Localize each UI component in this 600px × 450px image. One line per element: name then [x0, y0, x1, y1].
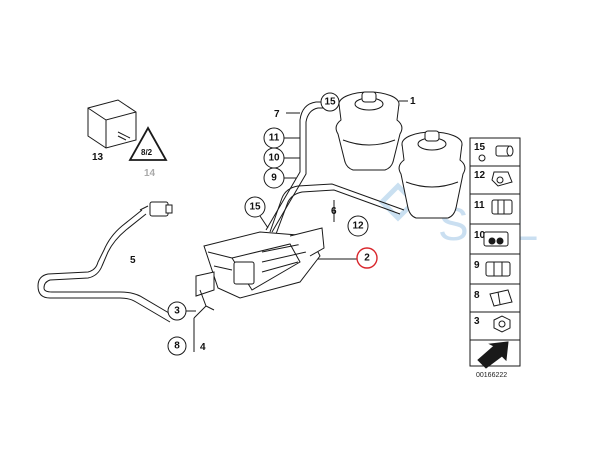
svg-text:8: 8	[174, 341, 180, 352]
svg-text:8/2: 8/2	[141, 148, 153, 157]
air-spring-rear-left	[335, 91, 403, 171]
callout-15-mid: 15	[244, 196, 269, 229]
warning-triangle-icon: 8/2	[128, 126, 168, 161]
item-9-icon	[485, 261, 511, 277]
svg-text:12: 12	[352, 221, 364, 232]
callout-9: 9	[263, 167, 296, 189]
callout-12: 12	[347, 215, 369, 237]
sidebar-label-3: 3	[474, 316, 480, 327]
svg-text:15: 15	[324, 97, 336, 108]
svg-text:10: 10	[268, 153, 280, 164]
sidebar-label-10: 10	[474, 230, 486, 241]
sidebar-label-15: 15	[474, 142, 486, 153]
arrow-icon	[477, 341, 509, 369]
item-10-icon	[483, 231, 509, 247]
relay-unit	[87, 99, 137, 149]
svg-text:15: 15	[249, 202, 261, 213]
callout-8: 8	[167, 336, 187, 356]
parts-sidebar: 15 12 11 10 9 8	[469, 137, 521, 369]
label-2: 2	[364, 253, 370, 264]
item-3-icon	[493, 315, 511, 333]
label-6: 6	[331, 206, 337, 217]
sidebar-label-9: 9	[474, 260, 480, 271]
callout-10: 10	[263, 147, 300, 169]
callout-11: 11	[263, 127, 300, 149]
item-15-icon	[478, 145, 514, 162]
label-14: 14	[144, 168, 156, 179]
callout-15-top: 15	[320, 92, 340, 112]
diagram-code: 00166222	[476, 372, 507, 379]
sidebar-label-8: 8	[474, 290, 480, 301]
air-spring-rear-right	[398, 130, 466, 219]
sidebar-label-12: 12	[474, 170, 486, 181]
item-11-icon	[491, 199, 513, 215]
item-8-icon	[489, 289, 513, 307]
item-12-icon	[491, 171, 513, 187]
pipe-line-7	[265, 101, 326, 233]
line-5-connector	[139, 201, 173, 217]
label-13: 13	[92, 152, 104, 163]
callout-3: 3	[167, 301, 196, 321]
highlight-circle-2	[356, 247, 378, 269]
svg-text:9: 9	[271, 173, 277, 184]
pipe-line-5	[37, 209, 175, 323]
pipe-line-6	[269, 183, 405, 235]
compressor-bracket	[193, 289, 215, 319]
label-1: 1	[410, 96, 416, 107]
svg-text:3: 3	[174, 306, 180, 317]
label-4: 4	[200, 342, 206, 353]
label-5: 5	[130, 255, 136, 266]
sidebar-label-11: 11	[474, 200, 485, 211]
label-7: 7	[274, 109, 280, 120]
svg-text:11: 11	[269, 133, 280, 144]
air-compressor	[195, 227, 325, 299]
